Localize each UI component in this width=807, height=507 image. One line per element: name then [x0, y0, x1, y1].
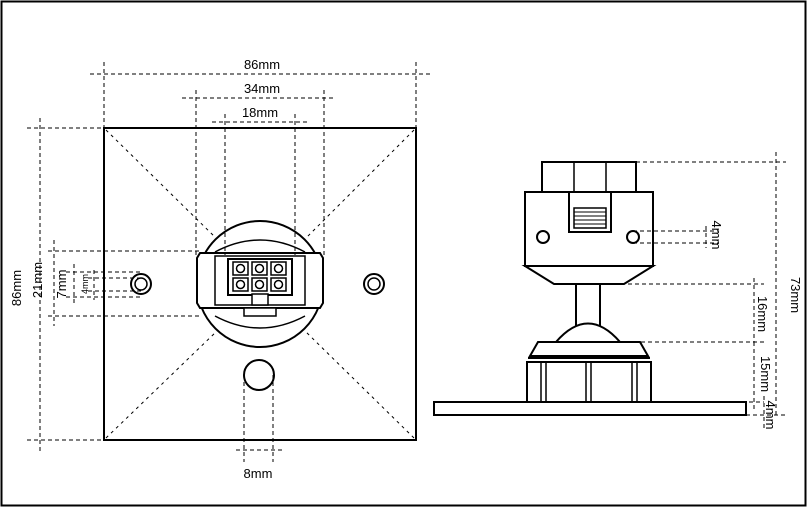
side-view — [433, 161, 747, 416]
connector-pins — [232, 261, 287, 292]
dim-button-8: 8mm — [244, 466, 273, 481]
side-base — [526, 361, 652, 403]
side-dim-lines — [600, 152, 786, 428]
dim-plate-4: 4mm — [763, 401, 778, 430]
side-taper — [521, 265, 657, 285]
dim-base-15: 15mm — [758, 356, 773, 392]
connector-latch — [251, 293, 269, 306]
dim-collar-34: 34mm — [244, 81, 280, 96]
dim-side-hole-4: 4mm — [709, 221, 724, 250]
dim-width-86: 86mm — [244, 57, 280, 72]
push-button — [243, 359, 275, 391]
side-flange — [528, 341, 650, 357]
mounting-hole-right-inner — [367, 277, 381, 291]
front-view — [103, 127, 417, 441]
side-hole-left — [536, 230, 550, 244]
side-dome — [553, 322, 623, 343]
front-dim-lines — [27, 62, 432, 462]
plate-diagonals — [105, 129, 415, 439]
collar-inner-bottom — [214, 315, 306, 329]
dim-total-73: 73mm — [788, 277, 803, 313]
mounting-hole-right — [363, 273, 385, 295]
dim-neck-16: 16mm — [755, 296, 770, 332]
front-plate — [103, 127, 417, 441]
dim-hole-7: 7mm — [54, 270, 69, 299]
mounting-hole-left — [130, 273, 152, 295]
side-hole-right — [626, 230, 640, 244]
side-plate — [433, 401, 747, 416]
dim-hole-4: 4mm — [80, 274, 90, 294]
collar-inner-top — [214, 239, 306, 253]
dim-height-86: 86mm — [9, 270, 24, 306]
side-connector-top — [541, 161, 637, 193]
dim-connector-21: 21mm — [30, 262, 45, 298]
connector-tab — [243, 307, 277, 317]
dim-connector-18: 18mm — [242, 105, 278, 120]
